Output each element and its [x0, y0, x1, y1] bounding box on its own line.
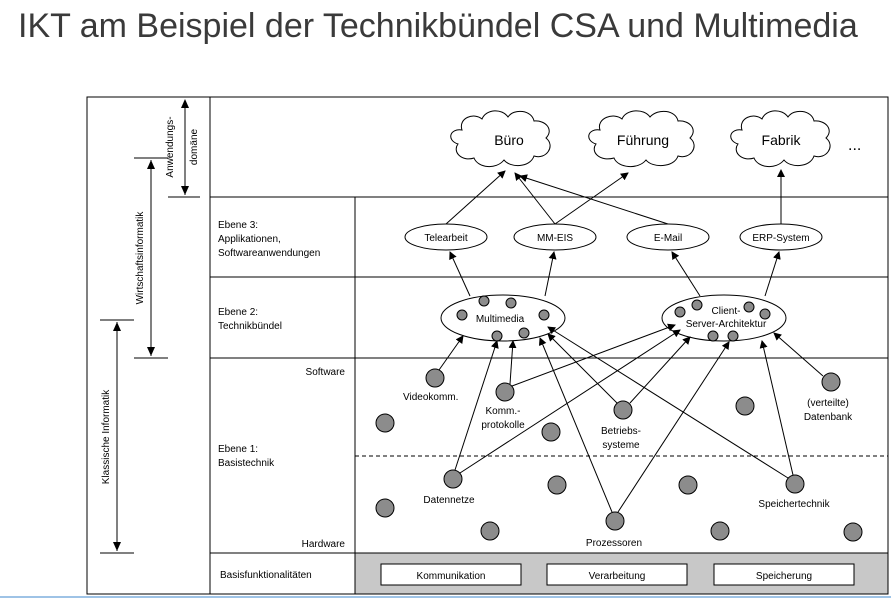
basis-speicherung: Speicherung [713, 563, 855, 586]
app-mm-eis-label: MM-EIS [537, 233, 573, 244]
basis-kommunikation-label: Kommunikation [417, 571, 486, 582]
tech-betriebssysteme-label-2: systeme [602, 440, 640, 451]
tech-kommprotokolle-label-2: protokolle [481, 420, 525, 431]
level-ebene2-line2: Technikbündel [218, 321, 282, 332]
dimension-anwendungsdomaene [168, 96, 200, 198]
level-ebene1-line2: Basistechnik [218, 458, 275, 469]
level-basis: Basisfunktionalitäten [220, 570, 312, 581]
level-ebene3-line1: Ebene 3: [218, 220, 258, 231]
tech-kommprotokolle-label-1: Komm.- [486, 406, 521, 417]
level-ebene3-line3: Softwareanwendungen [218, 248, 320, 259]
label-klassische-informatik: Klassische Informatik [101, 389, 112, 484]
basis-speicherung-label: Speicherung [756, 571, 812, 582]
tech-betriebssysteme-label-1: Betriebs- [601, 426, 641, 437]
bundle-csa: Client- Server-Architektur [661, 294, 787, 342]
basis-kommunikation: Kommunikation [380, 563, 522, 586]
tech-videokomm [425, 368, 445, 388]
app-telearbeit: Telearbeit [404, 223, 488, 251]
label-anwendungsdomaene-2: domäne [189, 128, 200, 165]
tech-prozessoren [605, 511, 625, 531]
label-wirtschaftsinformatik: Wirtschaftsinformatik [135, 211, 146, 305]
tech-datenbank-label-2: Datenbank [804, 412, 853, 423]
tech-datennetze [443, 469, 463, 489]
cloud-fuehrung-label: Führung [617, 132, 669, 148]
cloud-buero-label: Büro [494, 132, 524, 148]
diagram-frame [86, 96, 889, 595]
level-hardware: Hardware [302, 539, 346, 550]
tech-videokomm-label: Videokomm. [403, 392, 458, 403]
tech-datenbank-label-1: (verteilte) [807, 398, 849, 409]
app-erp-system: ERP-System [739, 223, 823, 251]
bundle-multimedia: Multimedia [440, 294, 566, 342]
basis-verarbeitung: Verarbeitung [546, 563, 688, 586]
tech-speichertechnik-label: Speichertechnik [758, 499, 830, 510]
app-mm-eis: MM-EIS [513, 223, 597, 251]
cloud-fuehrung: Führung [588, 110, 695, 167]
cloud-fabrik: Fabrik [730, 110, 831, 167]
bundle-multimedia-label: Multimedia [476, 314, 525, 325]
tech-nodes [375, 368, 863, 542]
app-erp-system-label: ERP-System [752, 233, 809, 244]
bundle-csa-label-2: Server-Architektur [686, 319, 767, 330]
cloud-buero: Büro [450, 110, 551, 167]
tech-betriebssysteme [613, 400, 633, 420]
tech-prozessoren-label: Prozessoren [586, 538, 642, 549]
level-ebene1-line1: Ebene 1: [218, 444, 258, 455]
tech-kommprotokolle [495, 382, 515, 402]
dimension-wirtschaftsinformatik [134, 157, 168, 359]
tech-datenbank [821, 372, 841, 392]
tech-speichertechnik [785, 474, 805, 494]
slide-bottom-rule [0, 596, 891, 598]
level-ebene2-line1: Ebene 2: [218, 307, 258, 318]
dimension-klassische-informatik [100, 319, 134, 554]
page-title: IKT am Beispiel der Technikbündel CSA un… [18, 7, 858, 45]
app-email: E-Mail [626, 223, 710, 251]
domains-more: ... [848, 137, 861, 154]
cloud-fabrik-label: Fabrik [762, 132, 802, 148]
bundle-csa-label-1: Client- [712, 306, 741, 317]
tech-datennetze-label: Datennetze [423, 495, 475, 506]
app-telearbeit-label: Telearbeit [424, 233, 468, 244]
label-anwendungsdomaene-1: Anwendungs- [165, 116, 176, 177]
level-ebene3-line2: Applikationen, [218, 234, 281, 245]
basis-verarbeitung-label: Verarbeitung [589, 571, 646, 582]
app-email-label: E-Mail [654, 233, 682, 244]
level-software: Software [306, 367, 346, 378]
